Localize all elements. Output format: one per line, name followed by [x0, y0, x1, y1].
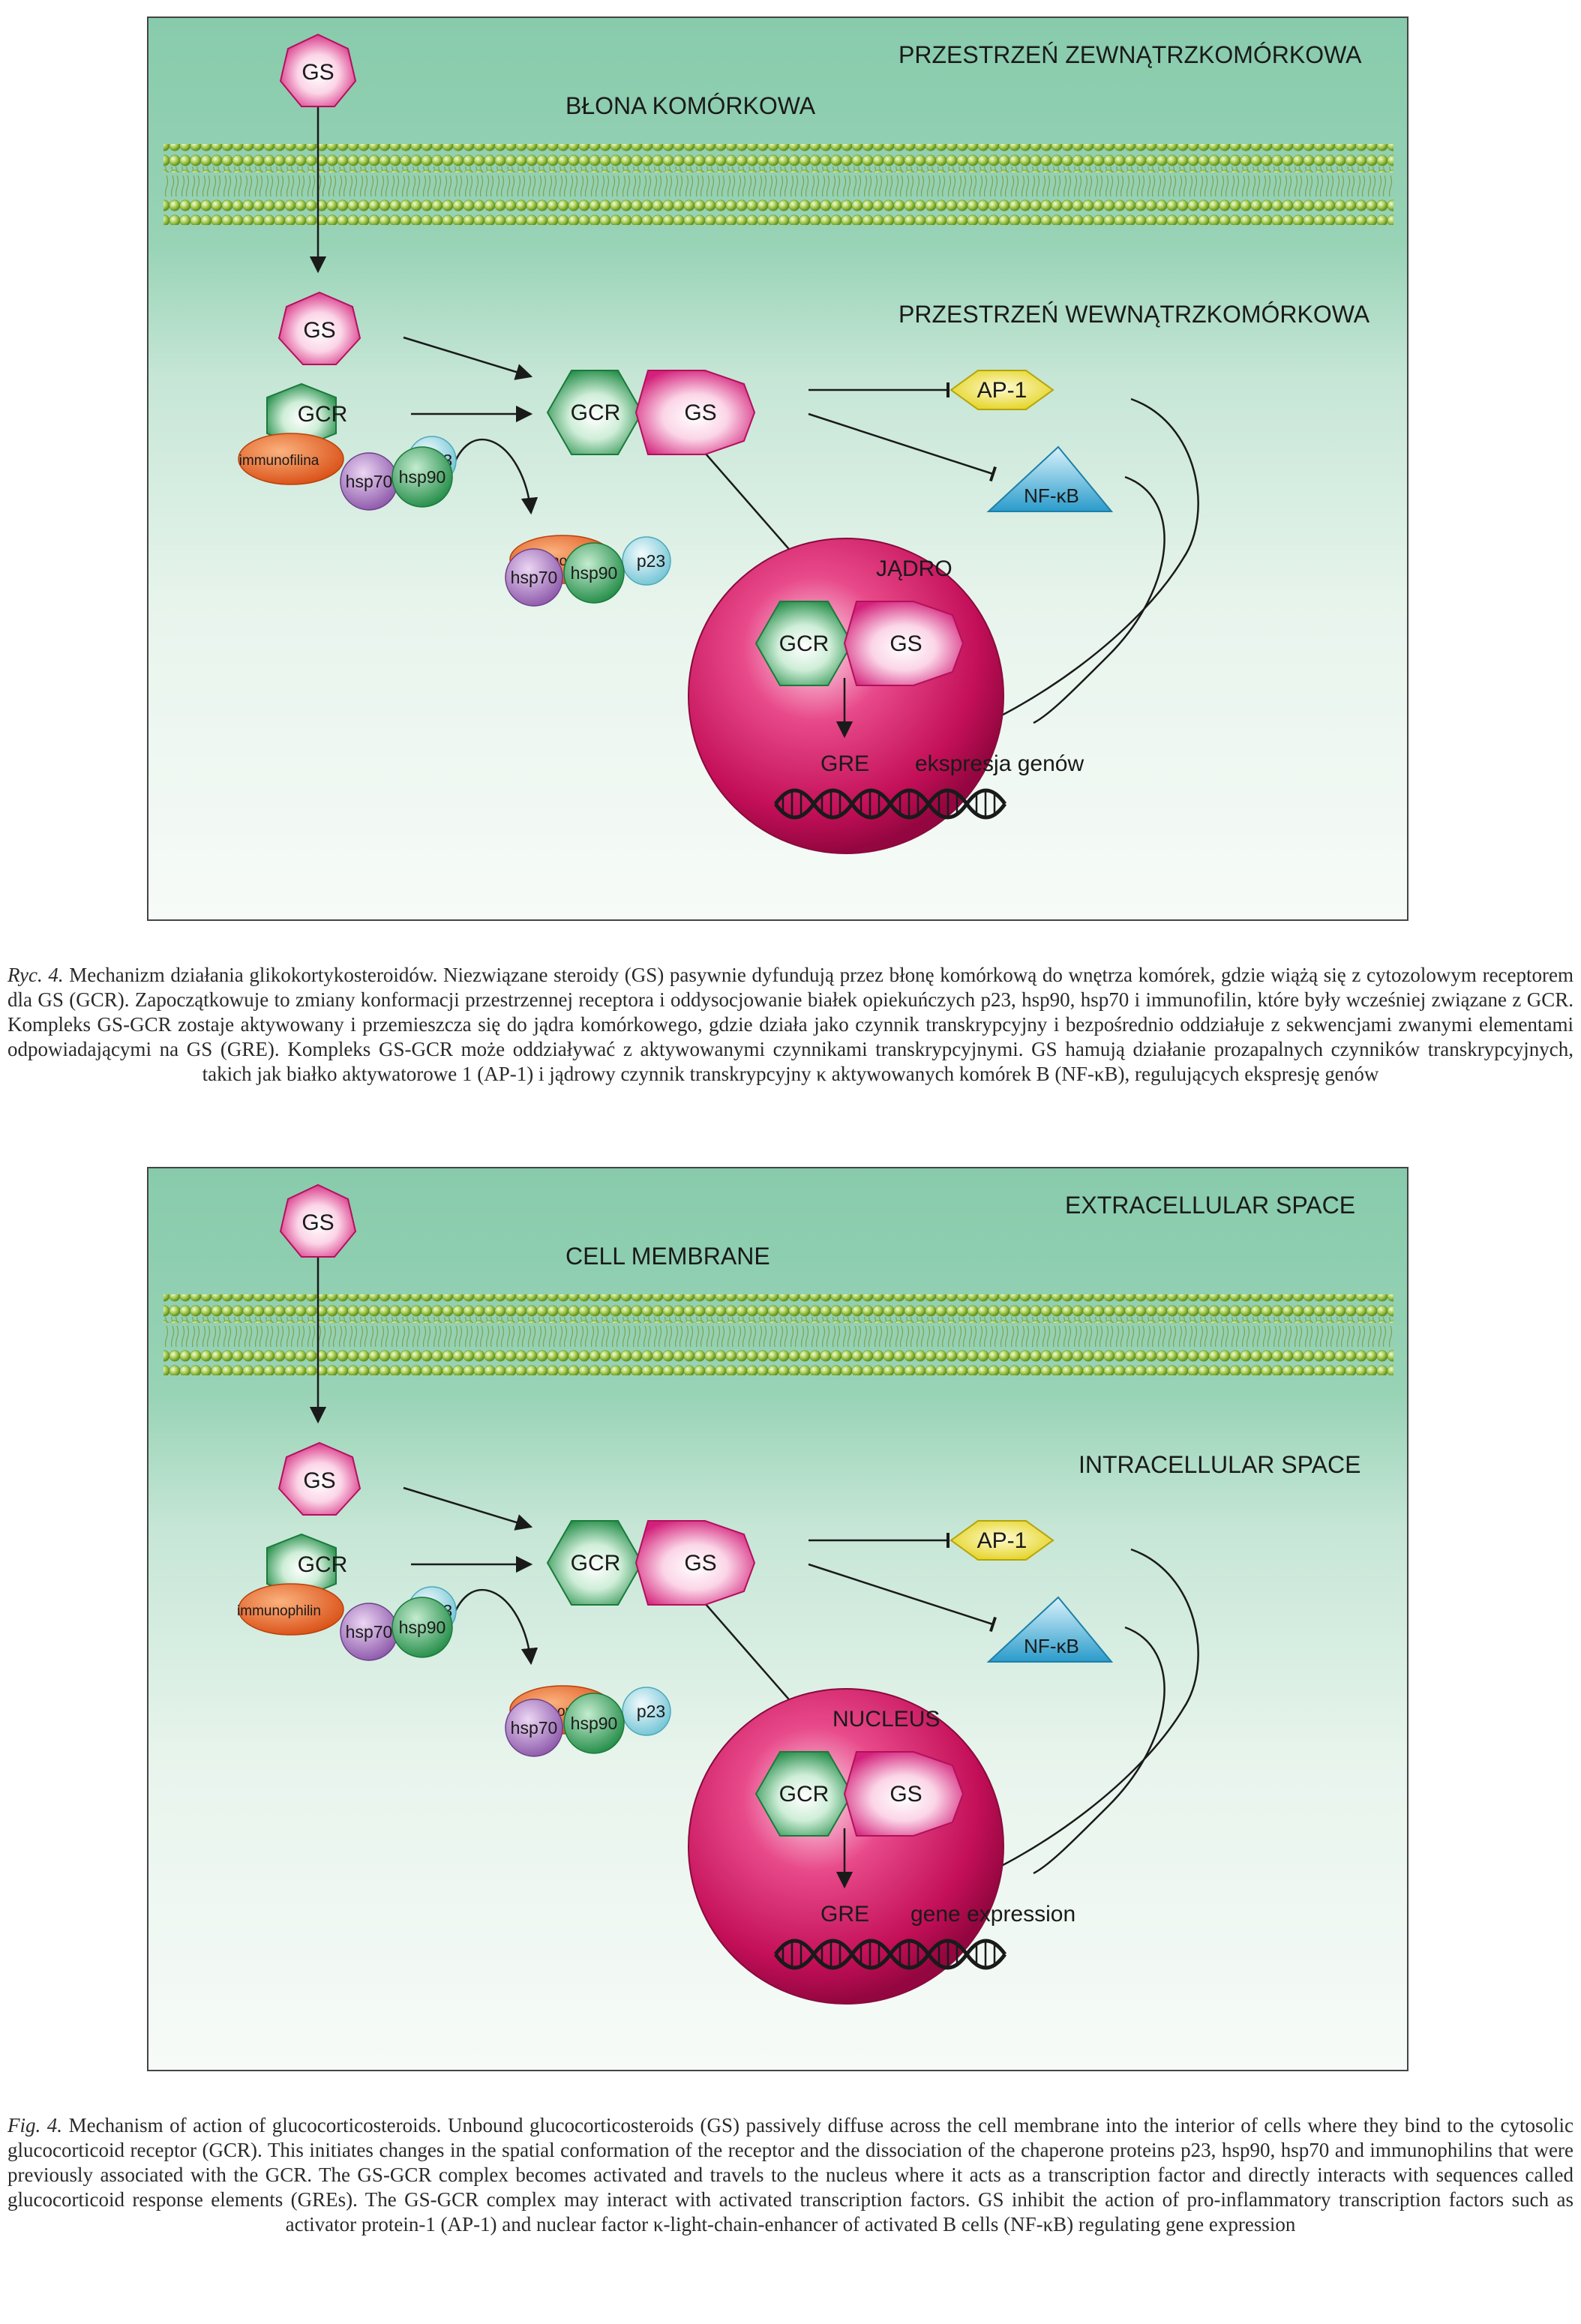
nfkb-to-gene-arrow	[1033, 1626, 1166, 1875]
svg-text:GCR: GCR	[298, 1552, 348, 1577]
gene-expression-label: ekspresja genów	[915, 751, 1084, 776]
gs-intracellular: GS	[278, 1441, 362, 1516]
gene-expression-label: gene expression	[910, 1902, 1076, 1927]
svg-text:GS: GS	[890, 631, 922, 656]
svg-text:AP-1: AP-1	[977, 1528, 1028, 1553]
gre-label: GRE	[820, 751, 869, 776]
svg-text:NF-κB: NF-κB	[1024, 1635, 1079, 1657]
svg-text:AP-1: AP-1	[977, 378, 1028, 403]
ap1-factor: AP-1	[950, 1520, 1054, 1561]
cell-membrane	[164, 144, 1394, 225]
caption-pl: Ryc. 4. Mechanizm działania glikokortyko…	[8, 963, 1574, 1087]
svg-text:GS: GS	[684, 1551, 716, 1576]
svg-text:hsp90: hsp90	[571, 1714, 618, 1733]
gs-binding-arrow	[403, 336, 533, 380]
svg-text:hsp70: hsp70	[346, 1622, 393, 1642]
nucleus-label: NUCLEUS	[832, 1707, 940, 1732]
svg-text:hsp90: hsp90	[399, 1618, 446, 1637]
gcr-chaperone-complex: GCR immunophilin p23 hsp70 hsp90	[237, 1533, 457, 1661]
svg-text:GCR: GCR	[571, 1551, 621, 1576]
gcr-gs-complex: GCR GS	[546, 370, 756, 455]
membrane-label: CELL MEMBRANE	[566, 1243, 770, 1270]
caption-pl-text: Mechanizm działania glikokortykosteroidó…	[8, 964, 1574, 1085]
caption-en-text: Mechanism of action of glucocorticostero…	[8, 2114, 1574, 2236]
ap1-to-gene-arrow	[949, 1548, 1199, 1891]
membrane-label: BŁONA KOMÓRKOWA	[566, 92, 816, 119]
nfkb-inhibition	[808, 412, 997, 482]
gre-label: GRE	[820, 1902, 869, 1927]
svg-text:GS: GS	[303, 1468, 335, 1493]
dna-helix-icon	[773, 788, 1007, 820]
gcr-chaperone-complex: GCR immunofilina p23 hsp70 hsp90	[238, 382, 457, 511]
intracellular-label: INTRACELLULAR SPACE	[1078, 1451, 1360, 1478]
svg-text:hsp90: hsp90	[399, 467, 446, 487]
svg-text:hsp70: hsp70	[511, 568, 558, 587]
nucleus: NUCLEUS GCR GS GRE gene expression	[688, 1688, 1076, 2005]
gcr-gs-complex: GCR GS	[546, 1520, 756, 1606]
gs-intracellular: GS	[278, 291, 362, 365]
extracellular-label: EXTRACELLULAR SPACE	[1065, 1192, 1355, 1219]
svg-text:immunofilina: immunofilina	[239, 453, 320, 469]
svg-text:GS: GS	[303, 318, 335, 343]
released-chaperones: immunophilin p23 hsp70 hsp90	[505, 1685, 671, 1757]
diagram-panel-en: EXTRACELLULAR SPACE CELL MEMBRANE INTRAC…	[147, 1167, 1408, 2071]
caption-en: Fig. 4. Mechanism of action of glucocort…	[8, 2113, 1574, 2237]
svg-text:GCR: GCR	[298, 402, 348, 427]
caption-en-label: Fig. 4.	[8, 2114, 63, 2137]
svg-text:GS: GS	[890, 1782, 922, 1807]
gs-binding-arrow	[403, 1486, 533, 1531]
svg-text:hsp90: hsp90	[571, 563, 618, 583]
nucleus-label: JĄDRO	[876, 556, 952, 581]
gs-extracellular: GS	[279, 33, 357, 107]
nfkb-inhibition	[808, 1563, 997, 1633]
ap1-to-gene-arrow	[949, 397, 1199, 741]
svg-text:immunophilin: immunophilin	[237, 1603, 321, 1619]
svg-text:GCR: GCR	[779, 1782, 830, 1807]
intracellular-label: PRZESTRZEŃ WEWNĄTRZKOMÓRKOWA	[898, 301, 1370, 328]
nfkb-factor: NF-κB	[986, 1596, 1114, 1663]
chaperone-release-arrow	[447, 438, 538, 515]
gs-extracellular: GS	[279, 1183, 357, 1258]
chaperone-release-arrow	[447, 1588, 538, 1666]
svg-text:hsp70: hsp70	[511, 1718, 558, 1738]
nucleus: JĄDRO GCR GS GRE ekspresja genów	[688, 538, 1084, 854]
svg-text:p23: p23	[637, 551, 665, 571]
svg-text:GCR: GCR	[571, 400, 621, 425]
svg-text:NF-κB: NF-κB	[1024, 484, 1079, 507]
svg-text:hsp70: hsp70	[346, 472, 393, 491]
nfkb-factor: NF-κB	[986, 445, 1114, 512]
diagram-panel-pl: PRZESTRZEŃ ZEWNĄTRZKOMÓRKOWA BŁONA KOMÓR…	[147, 16, 1408, 921]
released-chaperones: immunofilina p23 hsp70 hsp90	[505, 535, 671, 607]
svg-text:p23: p23	[637, 1702, 665, 1721]
svg-text:GCR: GCR	[779, 631, 830, 656]
svg-text:GS: GS	[684, 400, 716, 425]
nfkb-to-gene-arrow	[1033, 475, 1166, 724]
ap1-factor: AP-1	[950, 370, 1054, 410]
caption-pl-label: Ryc. 4.	[8, 964, 64, 986]
dna-helix-icon	[773, 1939, 1007, 1970]
cell-membrane	[164, 1294, 1394, 1375]
extracellular-label: PRZESTRZEŃ ZEWNĄTRZKOMÓRKOWA	[898, 41, 1362, 68]
svg-text:GS: GS	[302, 60, 334, 85]
svg-text:GS: GS	[302, 1210, 334, 1235]
